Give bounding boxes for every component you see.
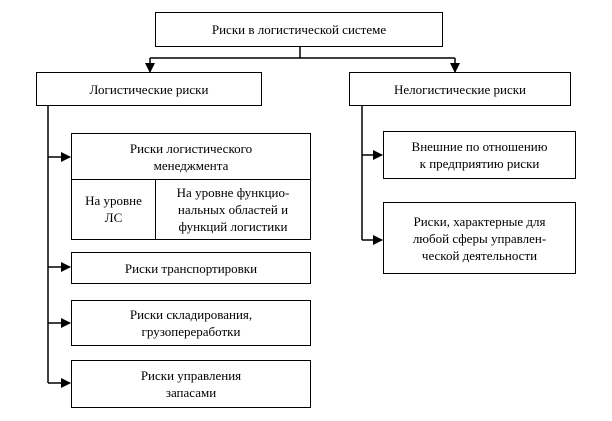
storage-label-line1: Риски складирования, (129, 307, 253, 322)
sub-ls-line2: ЛС (104, 210, 123, 225)
inventory-risks-box: Риски управления запасами (71, 360, 311, 408)
nonlogistic-risks-label: Нелогистические риски (393, 81, 527, 97)
logistic-risks-label: Логистические риски (89, 81, 209, 97)
management-label-line1: Риски логистического (129, 140, 253, 156)
root-label: Риски в логистической системе (211, 22, 387, 37)
external-label-line1: Внешние по отношению (411, 139, 548, 154)
storage-label-line2: грузопереработки (141, 324, 241, 339)
inventory-label-line2: запасами (165, 385, 217, 400)
external-risks-box: Внешние по отношению к предприятию риски (383, 131, 576, 179)
general-label-line3: ческой деятельности (421, 247, 538, 263)
root-box: Риски в логистической системе (155, 12, 443, 47)
management-divider-vertical (155, 179, 156, 239)
management-divider-horizontal (72, 179, 310, 180)
nonlogistic-risks-box: Нелогистические риски (349, 72, 571, 106)
sub-level-ls: На уровне ЛС (72, 180, 155, 238)
general-label-line2: любой сферы управлен- (412, 230, 547, 246)
storage-risks-box: Риски складирования, грузопереработки (71, 300, 311, 346)
general-risks-box: Риски, характерные для любой сферы управ… (383, 202, 576, 274)
inventory-label-line1: Риски управления (140, 368, 242, 383)
general-label-line1: Риски, характерные для (413, 213, 546, 229)
management-risks-title: Риски логистического менеджмента (72, 134, 310, 179)
sub-ls-line1: На уровне (85, 193, 142, 208)
management-risks-box: Риски логистического менеджмента На уров… (71, 133, 311, 240)
transport-risks-box: Риски транспортировки (71, 252, 311, 284)
external-label-line2: к предприятию риски (419, 156, 540, 171)
logistic-risks-box: Логистические риски (36, 72, 262, 106)
management-label-line2: менеджмента (153, 157, 229, 173)
sub-func-line2: нальных областей и (177, 201, 289, 217)
transport-label: Риски транспортировки (124, 260, 258, 276)
sub-func-line3: функций логистики (178, 218, 288, 234)
sub-level-functional: На уровне функцио- нальных областей и фу… (156, 180, 310, 238)
sub-func-line1: На уровне функцио- (176, 184, 290, 200)
